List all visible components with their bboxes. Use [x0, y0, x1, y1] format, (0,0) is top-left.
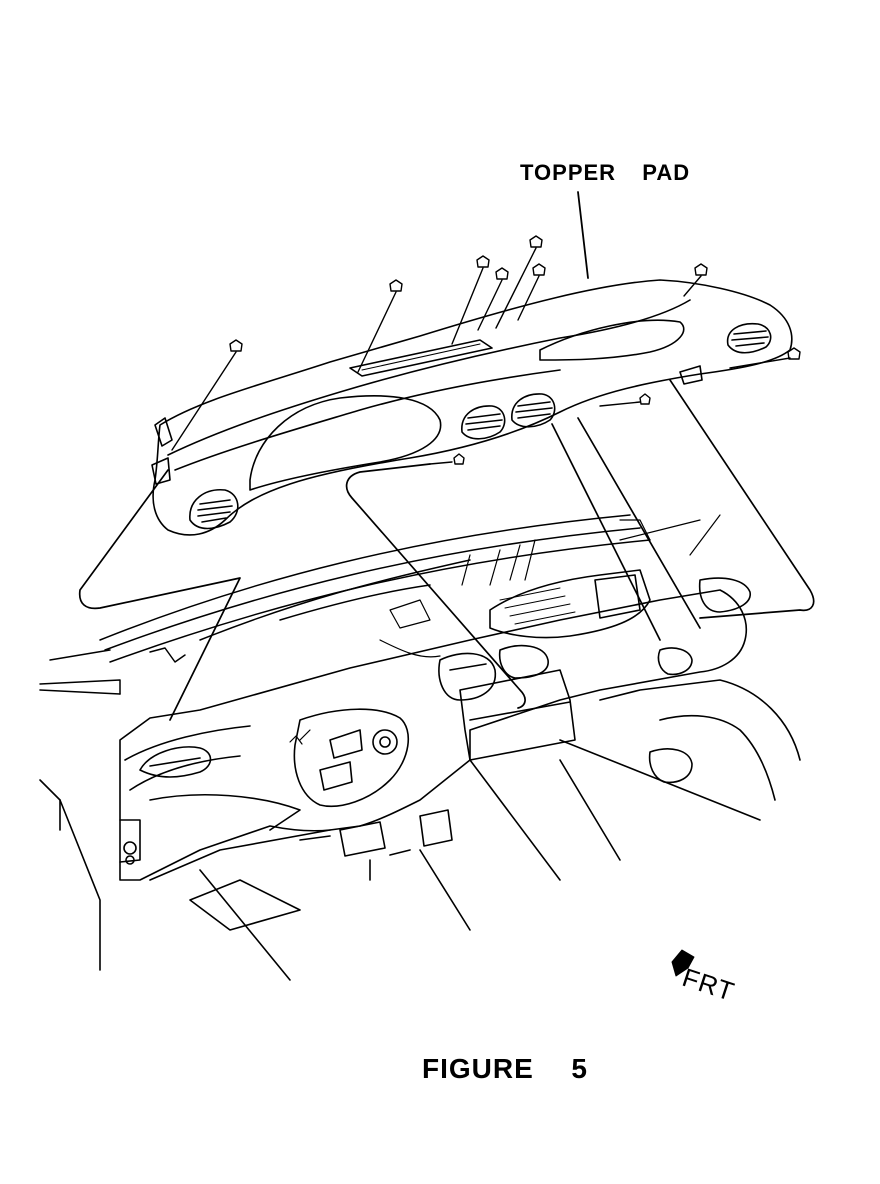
figure-caption: FIGURE 5 [422, 1053, 588, 1084]
defroster-grille [349, 339, 493, 377]
center-vent-right [511, 393, 556, 428]
screw [451, 255, 490, 345]
screw [599, 393, 651, 407]
arrow-left-down-icon [671, 949, 695, 977]
windshield-cowl [39, 514, 651, 695]
screw [477, 267, 509, 331]
hvac-module [459, 669, 576, 761]
instrument-panel [39, 569, 801, 981]
screws [171, 235, 801, 465]
right-vent [726, 322, 772, 354]
screw [683, 263, 708, 297]
screw [357, 279, 403, 373]
screw [495, 235, 543, 329]
topper-pad-leader [577, 191, 589, 279]
panel-left-vent [139, 746, 212, 778]
screw [171, 339, 243, 451]
center-vent-left [461, 405, 506, 440]
wiring-details [289, 514, 721, 745]
screw [517, 263, 546, 321]
blower-housing [489, 569, 651, 639]
screw [429, 453, 465, 465]
left-vent [189, 489, 239, 530]
screw [729, 347, 801, 369]
alignment-lines [78, 379, 815, 721]
steering-column [293, 708, 409, 807]
topper-pad [151, 279, 793, 536]
cluster-opening [249, 395, 442, 491]
topper-pad-label: TOPPER PAD [520, 160, 691, 185]
